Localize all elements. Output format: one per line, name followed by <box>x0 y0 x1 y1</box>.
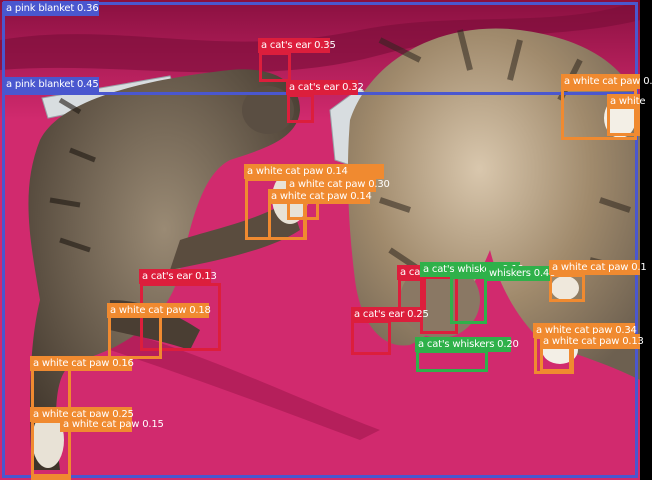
label-white-right-edge: a white <box>607 94 645 109</box>
label-cats-ear-0.35: a cat's ear 0.35 <box>258 38 336 53</box>
label-white-cat-paw-0.18: a white cat paw 0.18 <box>107 303 211 318</box>
bbox-white-cat-paw-0.X <box>561 88 637 140</box>
label-white-cat-paw-0.14b: a white cat paw 0.14 <box>268 189 372 204</box>
bbox-cats-whiskers-0.46 <box>450 276 487 324</box>
bbox-cats-ear-0.32 <box>287 94 314 123</box>
label-white-cat-paw-0.1: a white cat paw 0.1 <box>549 260 647 275</box>
label-white-cat-paw-0.30: a white cat paw 0.30 <box>286 177 390 192</box>
bbox-cats-ear-0.35 <box>259 52 291 82</box>
label-pink-blanket-0.36: a pink blanket 0.36 <box>3 1 99 16</box>
label-cats-whiskers-0.46: whiskers 0.46 <box>486 266 555 281</box>
bbox-white-cat-paw-0.1 <box>549 274 585 302</box>
blanket-fold-shadow <box>0 0 640 73</box>
label-cats-ear-0.13: a cat's ear 0.13 <box>139 269 217 284</box>
label-cats-ear-0.25: a cat's ear 0.25 <box>351 307 429 322</box>
label-white-cat-paw-0.16: a white cat paw 0.16 <box>30 356 134 371</box>
bbox-cats-whiskers-0.19 <box>420 276 458 334</box>
label-white-cat-paw-0.13: a white cat paw 0.13 <box>540 334 644 349</box>
label-cats-whiskers-0.20: a cat's whiskers 0.20 <box>415 337 519 352</box>
blanket-fold-shadow <box>110 330 380 440</box>
label-cats-ear-partial: a ca <box>397 265 421 280</box>
label-white-cat-paw-top-right: a white cat paw 0. <box>561 74 652 89</box>
label-pink-blanket-0.45: a pink blanket 0.45 <box>3 77 99 92</box>
label-cats-ear-0.32: a cat's ear 0.32 <box>286 80 364 95</box>
label-white-cat-paw-hidden: a white cat paw 0.15 <box>60 417 164 432</box>
label-white-cat-paw-0.14: a white cat paw 0.14 <box>244 164 384 179</box>
